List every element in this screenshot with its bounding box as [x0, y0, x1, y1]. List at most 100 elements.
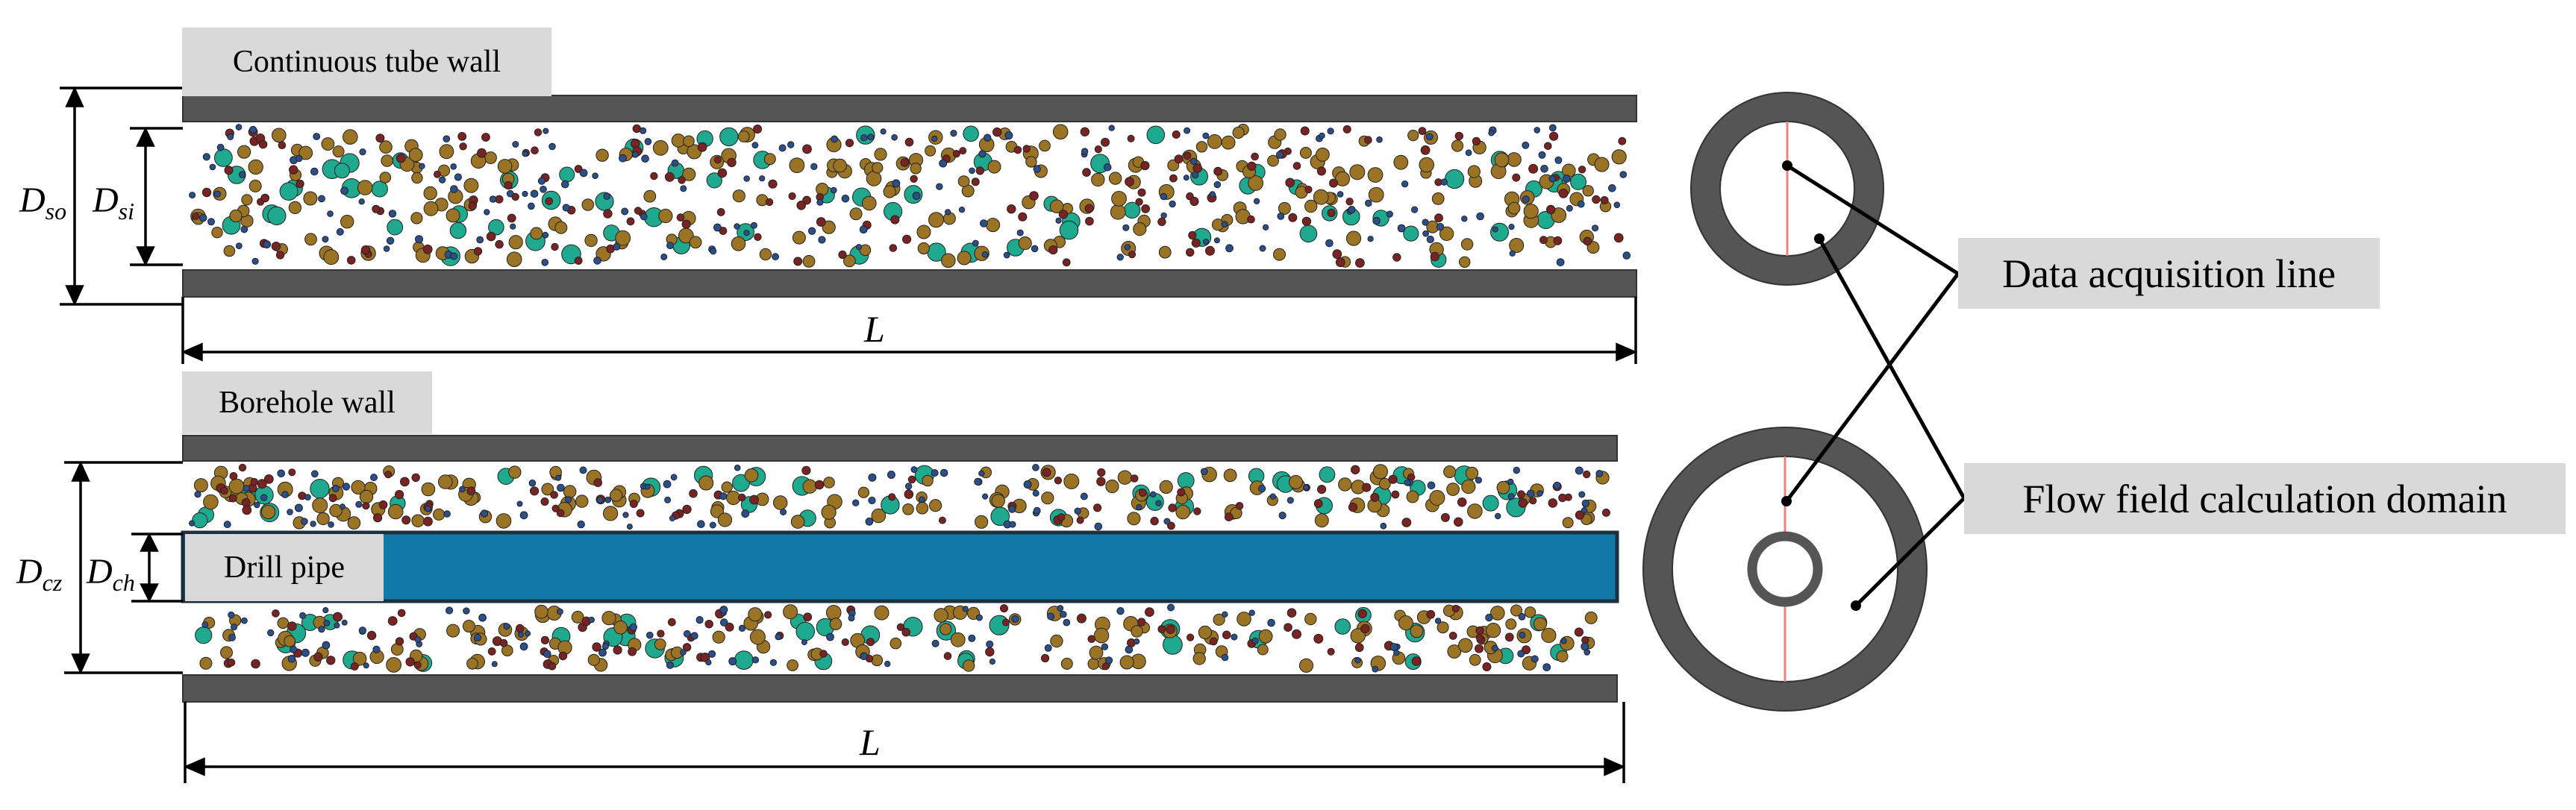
particle	[323, 619, 331, 627]
particle	[229, 209, 243, 223]
particle	[1285, 178, 1295, 188]
particle	[1459, 256, 1471, 268]
particle	[1608, 184, 1616, 192]
drill-pipe	[181, 530, 1619, 603]
particle	[1386, 210, 1393, 218]
particle	[1048, 245, 1058, 255]
particle	[682, 504, 692, 515]
particle	[1475, 626, 1484, 635]
particle	[263, 474, 274, 484]
particle	[925, 145, 937, 157]
particle	[741, 509, 750, 518]
particle	[609, 489, 623, 502]
particle	[1076, 613, 1087, 624]
particle	[466, 657, 478, 670]
particle	[884, 660, 891, 668]
particle	[888, 493, 896, 501]
particle	[1188, 230, 1197, 240]
particle	[1262, 224, 1269, 230]
particle	[1319, 132, 1325, 139]
particle	[340, 186, 348, 195]
particle	[986, 218, 1001, 233]
particle	[890, 215, 900, 225]
particle	[1345, 230, 1362, 246]
particle	[902, 234, 912, 244]
particle	[501, 644, 513, 657]
particle	[459, 486, 466, 493]
particle	[959, 147, 967, 155]
particle	[1601, 508, 1610, 517]
particle	[288, 201, 302, 215]
particle	[852, 499, 860, 506]
particle	[1101, 662, 1110, 671]
particle	[1140, 160, 1150, 171]
particle	[1430, 251, 1440, 262]
particle	[239, 171, 246, 178]
particle	[1033, 506, 1041, 515]
particle	[931, 135, 938, 142]
particle	[592, 172, 598, 179]
particle	[1251, 637, 1259, 644]
particle	[802, 144, 812, 154]
particle	[340, 215, 354, 229]
particle	[958, 207, 966, 213]
particle	[405, 657, 415, 667]
particle	[359, 489, 374, 504]
particle	[749, 495, 759, 505]
particle	[780, 509, 787, 515]
particle	[1422, 230, 1429, 237]
particle	[1544, 142, 1552, 151]
particle	[1546, 204, 1556, 215]
particle	[415, 235, 423, 244]
drill-pipe-label: Drill pipe	[185, 534, 384, 601]
particle	[1031, 245, 1039, 253]
particle	[1622, 251, 1631, 260]
particle	[443, 510, 451, 518]
particle	[743, 230, 750, 236]
borehole-outer-diameter-dimension	[64, 460, 183, 675]
particle	[1101, 137, 1110, 147]
particle	[987, 160, 1001, 174]
particle	[683, 135, 695, 148]
particle	[1407, 130, 1419, 142]
particle	[890, 637, 902, 650]
particle	[664, 172, 675, 182]
particle	[220, 486, 228, 495]
particle	[731, 236, 746, 251]
particle	[1202, 239, 1210, 245]
particle	[764, 611, 772, 619]
continuous-tube-wall-label: Continuous tube wall	[182, 28, 551, 96]
particle	[519, 642, 528, 651]
particle	[301, 648, 310, 657]
particle	[503, 623, 510, 630]
particle	[1104, 656, 1113, 665]
particle	[1097, 468, 1106, 477]
particle	[1319, 466, 1336, 483]
particle	[1133, 222, 1147, 236]
particle	[883, 185, 896, 198]
particle	[1253, 198, 1260, 204]
particle	[379, 140, 393, 154]
particle	[1554, 156, 1563, 164]
particle	[957, 175, 970, 188]
particle	[1042, 468, 1051, 477]
particle	[192, 512, 208, 529]
particle	[1169, 174, 1178, 183]
particle	[1575, 510, 1585, 520]
particle	[199, 656, 213, 670]
particle	[1372, 464, 1389, 480]
particle	[421, 482, 436, 497]
particle	[1004, 131, 1013, 140]
particle	[574, 257, 583, 265]
borehole-wall-label: Borehole wall	[182, 371, 432, 434]
particle	[1548, 175, 1556, 183]
particle	[1016, 229, 1024, 236]
particle	[845, 139, 854, 148]
particle	[859, 225, 868, 234]
particle	[561, 180, 569, 189]
particle	[654, 638, 666, 650]
particle	[1018, 236, 1032, 251]
particle	[251, 257, 259, 265]
particle	[543, 650, 551, 659]
particle	[629, 623, 637, 632]
